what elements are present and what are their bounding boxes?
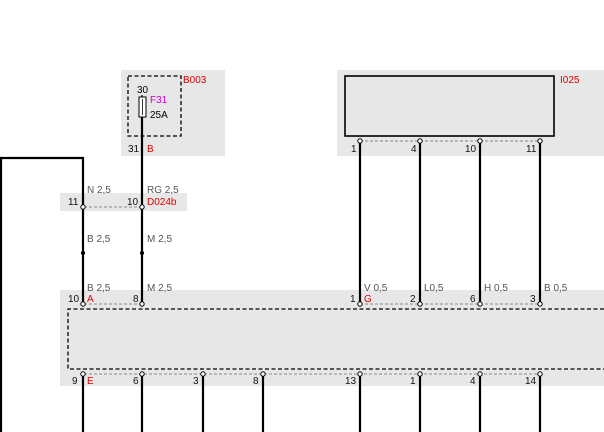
pin-marker [357, 301, 363, 307]
wire-label-module-4: B 0,5 [544, 283, 568, 294]
cu-bottom-pin-3: 3 [193, 376, 199, 387]
cu-bottom-pin-1: 1 [410, 376, 416, 387]
fuse-terminal-out: 31 [128, 144, 140, 155]
splice-marker [139, 250, 145, 256]
cu-top-pin-10-label: A [87, 294, 94, 305]
cu-top-pin-6: 6 [470, 294, 476, 305]
pin-marker [200, 371, 206, 377]
wire-label-middle-left: B 2,5 [87, 234, 111, 245]
pin-marker [357, 371, 363, 377]
cu-top-pin-3: 3 [530, 294, 536, 305]
pin-marker [537, 371, 543, 377]
pin-marker [80, 371, 86, 377]
module-i025-id: I025 [560, 75, 580, 86]
pin-marker [417, 371, 423, 377]
cu-bottom-pin-6: 6 [133, 376, 139, 387]
wire-label-middle-right: M 2,5 [147, 234, 172, 245]
cu-bottom-pin-9: 9 [72, 376, 78, 387]
wire-label-upper-left: N 2,5 [87, 185, 111, 196]
wire-label-module-2: L0,5 [424, 283, 444, 294]
pin-marker [477, 138, 483, 144]
fuse-rating: 25A [150, 110, 168, 121]
pin-markers [80, 138, 543, 377]
module-pin-10: 10 [465, 144, 477, 155]
connector-pin-10: 10 [127, 197, 139, 208]
pin-marker [80, 204, 86, 210]
connector-id: D024b [147, 197, 177, 208]
splice-marker [80, 250, 86, 256]
cu-bottom-pin-8: 8 [253, 376, 259, 387]
pin-marker [139, 301, 145, 307]
fuse-box-outline [127, 75, 182, 137]
module-pin-4: 4 [411, 144, 417, 155]
module-i025-box [344, 75, 555, 137]
cu-top-pin-8: 8 [133, 294, 139, 305]
wire-left-return [0, 156, 85, 205]
wire-label-module-1: V 0,5 [364, 283, 388, 294]
pin-marker [417, 301, 423, 307]
cu-bottom-pin-13: 13 [345, 376, 357, 387]
pin-marker [80, 301, 86, 307]
pin-marker [139, 204, 145, 210]
control-unit-outline [67, 308, 604, 370]
wire-label-lower-right: M 2,5 [147, 283, 172, 294]
fuse-out-label: B [147, 144, 154, 155]
module-pin-1: 1 [351, 144, 357, 155]
control-unit-background [60, 290, 604, 386]
wire-label-module-3: H 0,5 [484, 283, 508, 294]
fuse-terminal-in: 30 [137, 85, 149, 96]
pin-marker [139, 371, 145, 377]
cu-bottom-pin-14: 14 [525, 376, 537, 387]
pin-marker [537, 138, 543, 144]
pin-marker [537, 301, 543, 307]
pin-marker [260, 371, 266, 377]
cu-top-pin-2: 2 [410, 294, 416, 305]
fuse-box-background [121, 70, 225, 156]
connector-pin-11: 11 [68, 197, 79, 208]
wire-label-upper-right: RG 2,5 [147, 185, 179, 196]
fuse-name: F31 [150, 95, 168, 106]
module-pin-11: 11 [526, 144, 537, 155]
fuse-box-id: B003 [183, 75, 207, 86]
cu-bottom-pin-9-label: E [87, 376, 94, 387]
cu-top-pin-10: 10 [68, 294, 80, 305]
cu-top-pin-1-label: G [364, 294, 372, 305]
pin-marker [477, 301, 483, 307]
cu-bottom-pin-4: 4 [470, 376, 476, 387]
cu-top-pin-1: 1 [350, 294, 356, 305]
pin-marker [477, 371, 483, 377]
pin-marker [357, 138, 363, 144]
wire-label-lower-left: B 2,5 [87, 283, 111, 294]
pin-marker [417, 138, 423, 144]
